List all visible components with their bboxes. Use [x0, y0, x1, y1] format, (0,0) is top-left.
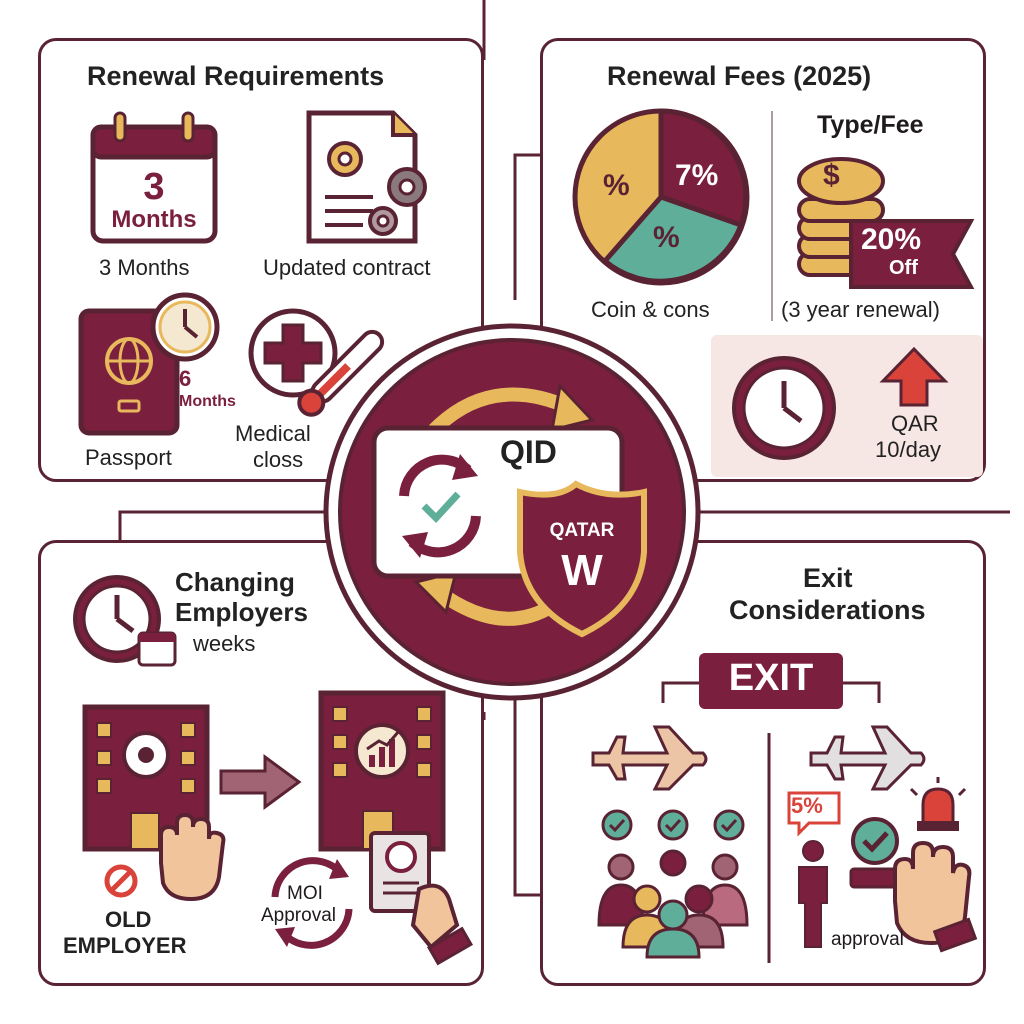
percent-badge-text: 5% — [791, 793, 823, 818]
pie-label-1: % — [603, 169, 630, 202]
pie-caption: Coin & cons — [591, 297, 710, 322]
pie-label-3: % — [653, 221, 680, 254]
medical-label-line1: Medical — [235, 421, 311, 446]
alarm-siren-icon — [909, 777, 967, 831]
no-sign-icon — [104, 864, 138, 898]
clock-icon — [73, 575, 177, 667]
title-line1: Exit — [803, 563, 853, 593]
person-icon — [798, 840, 828, 948]
transfer-arrow-icon — [219, 754, 302, 810]
calendar-label: 3 Months — [99, 255, 190, 280]
passport-icon — [78, 292, 220, 436]
passport-months-number: 6 — [179, 366, 192, 391]
late-fee-line2: 10/day — [875, 437, 942, 462]
contract-document-icon — [306, 110, 427, 244]
panel-title: Renewal Fees (2025) — [607, 61, 872, 91]
approval-document-hand-icon — [369, 831, 474, 966]
shield-top-text: QATAR — [549, 520, 615, 541]
type-fee-heading: Type/Fee — [817, 111, 924, 139]
title-line2: Employers — [175, 597, 308, 627]
new-employer-building-icon — [318, 690, 446, 852]
changing-employers-panel: Changing Employers weeks OLD EMPLOYER — [38, 540, 484, 986]
clock-icon — [732, 356, 836, 460]
discount-caption: (3 year renewal) — [781, 297, 940, 322]
old-employer-building-icon — [82, 704, 210, 852]
stop-hand-icon — [893, 840, 978, 953]
renewal-fees-panel: Renewal Fees (2025) % 7% % Coin & cons T… — [540, 38, 986, 482]
contract-label: Updated contract — [263, 255, 431, 280]
passport-months-word: Months — [179, 393, 236, 410]
discount-tag-icon — [849, 219, 975, 289]
old-employer-line1: OLD — [105, 907, 152, 932]
coin-stack-icon — [797, 157, 885, 277]
discount-word: Off — [889, 257, 918, 279]
percent-badge-icon — [787, 791, 841, 837]
title-line2: Considerations — [729, 595, 926, 625]
medical-label-line2: closs — [253, 447, 304, 472]
thermometer-icon — [297, 329, 385, 417]
moi-line1: MOI — [287, 883, 323, 904]
pie-label-2: 7% — [675, 159, 719, 192]
title-line1: Changing — [175, 567, 295, 597]
coin-symbol: $ — [823, 159, 840, 192]
airplane-icon — [809, 725, 926, 791]
panel-title: Renewal Requirements — [87, 61, 385, 91]
center-qid-badge — [323, 323, 701, 701]
cycle-arrows-icon — [271, 857, 353, 949]
old-employer-line2: EMPLOYER — [63, 933, 187, 958]
exit-sign-text: EXIT — [728, 657, 814, 699]
divider — [771, 111, 773, 321]
late-fee-line1: QAR — [891, 411, 939, 436]
fee-pie-icon — [572, 108, 750, 286]
airplane-icon — [591, 725, 708, 791]
crowd-icon — [597, 809, 749, 959]
weeks-label: weeks — [193, 631, 256, 656]
exit-bracket-lines — [661, 681, 881, 963]
up-arrow-icon — [879, 346, 949, 407]
shield-letter: W — [561, 546, 603, 595]
moi-line2: Approval — [261, 905, 336, 926]
passport-label: Passport — [85, 445, 172, 470]
calendar-icon — [90, 111, 218, 244]
approval-label: approval — [831, 929, 904, 950]
calendar-word: Months — [111, 206, 197, 233]
medical-cross-icon — [248, 308, 338, 398]
exit-sign — [699, 653, 843, 709]
approval-stamp-icon — [849, 817, 901, 889]
calendar-number: 3 — [143, 166, 165, 208]
discount-value: 20% — [861, 223, 922, 256]
card-title: QID — [500, 434, 557, 470]
stop-hand-icon — [159, 812, 226, 902]
